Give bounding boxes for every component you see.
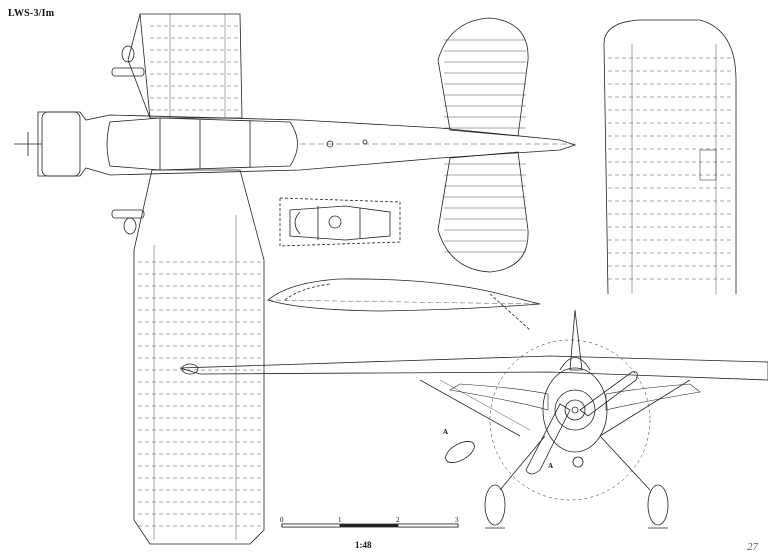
airfoil-section xyxy=(268,279,540,330)
cockpit-detail-inset xyxy=(280,198,400,246)
page-number: 27 xyxy=(747,541,758,553)
front-view-wing xyxy=(180,356,768,436)
top-view-fuselage xyxy=(14,112,575,176)
section-marker-a-lower: A xyxy=(548,462,554,470)
section-a-detail xyxy=(442,437,478,467)
scale-tick-0: 0 xyxy=(280,516,284,524)
top-view-lower-wing xyxy=(134,170,264,544)
scale-label: 1:48 xyxy=(355,540,372,550)
scale-tick-3: 3 xyxy=(455,516,459,524)
front-view-fuselage xyxy=(485,310,668,528)
tailplane-upper xyxy=(438,18,528,136)
scale-bar xyxy=(282,524,458,527)
scale-tick-1: 1 xyxy=(338,516,342,524)
top-view-upper-wing xyxy=(128,14,242,118)
side-view-wing-panel xyxy=(604,20,736,294)
scale-tick-2: 2 xyxy=(396,516,400,524)
section-marker-a-upper: A xyxy=(443,428,449,436)
drawing-title: LWS-3/Im xyxy=(8,8,55,19)
top-view-gun-pods xyxy=(112,46,144,234)
tailplane-lower xyxy=(438,152,528,272)
